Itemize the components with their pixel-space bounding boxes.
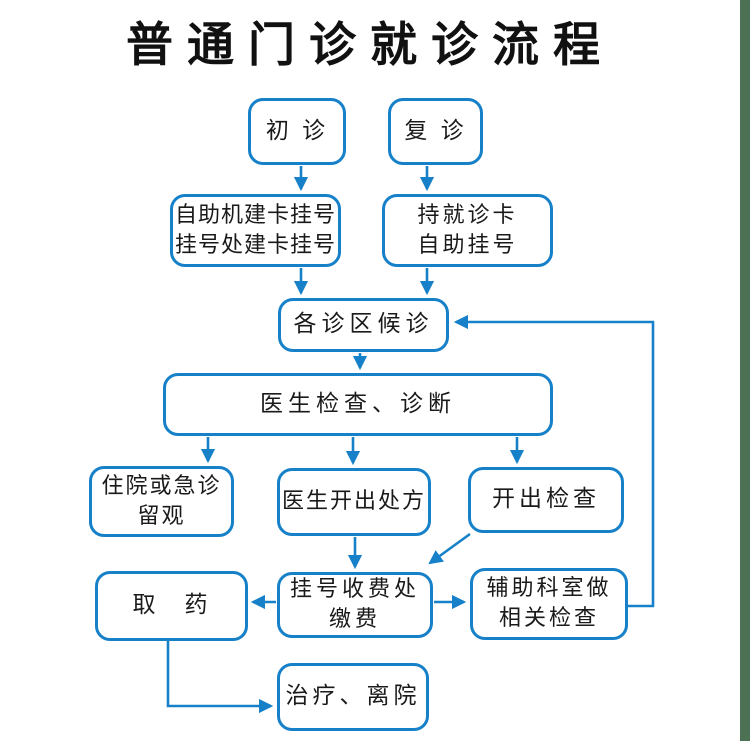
edge-aux-dept-back-to-waiting	[453, 314, 655, 608]
node-hospitalize: 住院或急诊 留观	[89, 466, 234, 537]
node-waiting-area: 各诊区候诊	[278, 298, 449, 352]
node-label: 开出检查	[492, 486, 600, 513]
node-label: 医生开出处方	[281, 489, 426, 515]
node-label: 初 诊	[265, 117, 329, 144]
node-register-with-card: 持就诊卡 自助挂号	[382, 194, 553, 267]
node-label: 取 药	[132, 592, 211, 619]
node-treatment-leave: 治疗、离院	[277, 663, 429, 731]
node-prescription: 医生开出处方	[277, 468, 431, 536]
node-label-line1: 住院或急诊	[101, 473, 222, 499]
node-order-tests: 开出检查	[468, 467, 624, 533]
node-get-medicine: 取 药	[95, 571, 248, 641]
node-follow-up-visit: 复 诊	[388, 98, 483, 165]
node-label-line2: 留观	[137, 503, 186, 529]
edge-get-medicine-to-treatment-leave	[166, 641, 274, 714]
node-doctor-exam: 医生检查、诊断	[163, 373, 553, 436]
node-label-line1: 自助机建卡挂号	[174, 202, 336, 228]
node-label-line1: 辅助科室做	[486, 576, 612, 602]
right-edge-green-strip	[740, 0, 750, 741]
node-label-line2: 挂号处建卡挂号	[174, 232, 336, 258]
node-label-line1: 持就诊卡	[417, 202, 518, 228]
node-label: 医生检查、诊断	[260, 390, 456, 417]
node-register-new-card: 自助机建卡挂号 挂号处建卡挂号	[170, 194, 341, 267]
node-label-line1: 挂号收费处	[289, 577, 420, 603]
node-label-line2: 相关检查	[498, 606, 599, 631]
node-pay-fees: 挂号收费处 缴费	[277, 572, 433, 638]
node-first-visit: 初 诊	[248, 98, 346, 165]
node-label-line2: 自助挂号	[417, 232, 518, 258]
node-label: 治疗、离院	[285, 683, 421, 710]
node-label-line2: 缴费	[328, 607, 381, 632]
edge-order-tests-to-pay-fees	[428, 532, 471, 565]
page-title: 普通门诊就诊流程	[126, 18, 614, 73]
node-label: 各诊区候诊	[293, 311, 434, 338]
node-aux-dept-tests: 辅助科室做 相关检查	[470, 568, 628, 640]
node-label: 复 诊	[404, 117, 467, 144]
